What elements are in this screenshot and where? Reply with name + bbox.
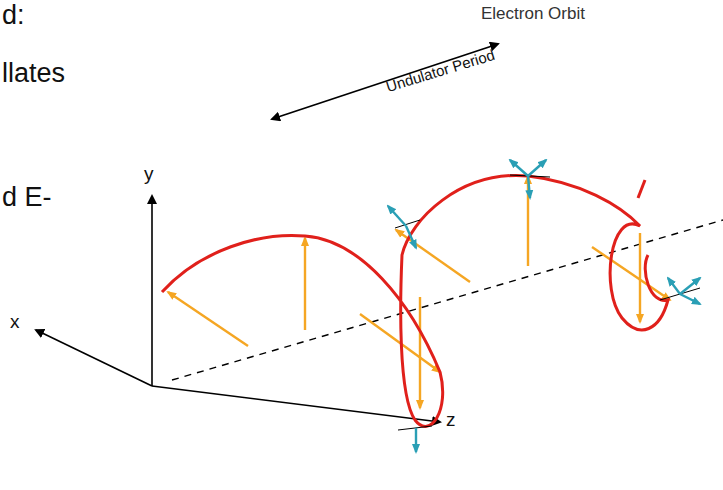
figure-title: Electron Orbit	[481, 5, 585, 22]
beam-axis	[172, 220, 723, 380]
period-label: Undulator Period	[384, 47, 496, 94]
cut-text: llates	[2, 60, 65, 87]
axis-label: x	[10, 312, 20, 331]
period-arrow	[272, 44, 498, 119]
axis-label: y	[144, 164, 154, 183]
axes	[36, 196, 440, 422]
electron-orbit	[162, 176, 668, 427]
polarization-arrows	[388, 160, 700, 452]
field-arrows	[168, 176, 670, 408]
cut-text: d E-	[2, 184, 52, 211]
cut-text: d:	[2, 2, 25, 29]
tangent-ticks	[395, 175, 700, 430]
axis-label: z	[446, 410, 456, 429]
